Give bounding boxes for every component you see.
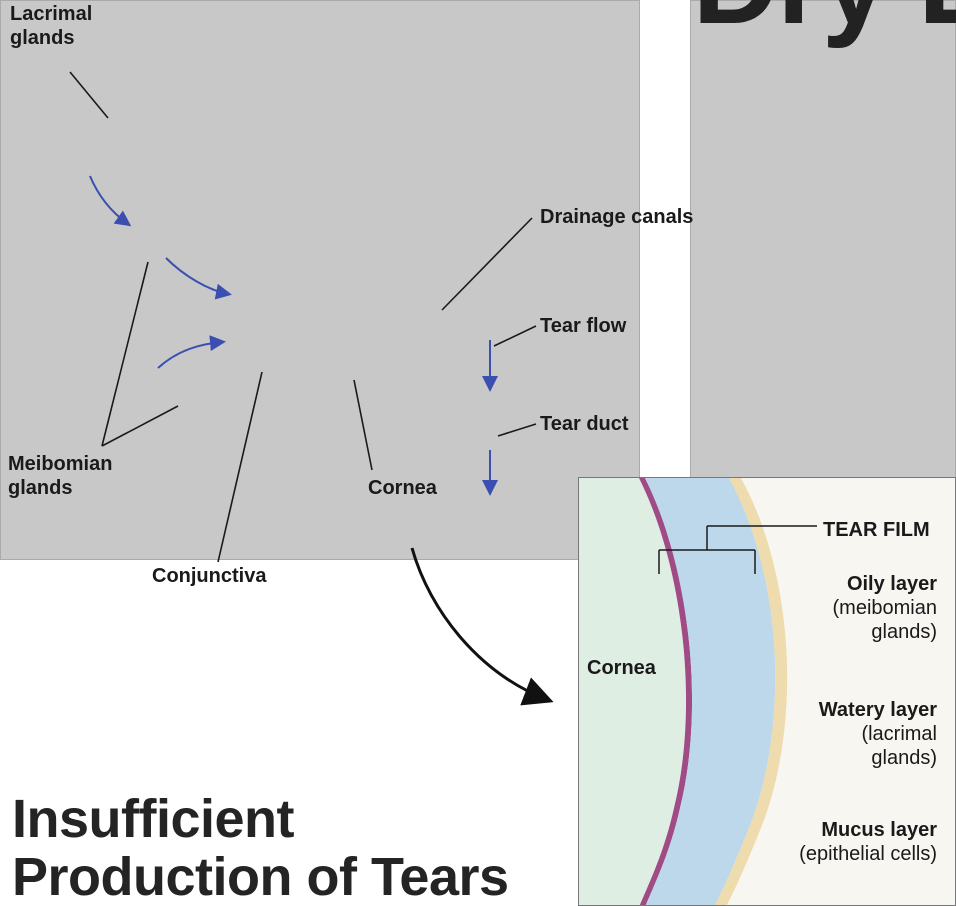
- lacrimal-glands-line-2: glands: [10, 26, 92, 50]
- mucus-layer-source: (epithelial cells): [799, 842, 937, 866]
- oily-layer-label: Oily layer (meibomian glands): [833, 572, 937, 644]
- conjunctiva-label: Conjunctiva: [152, 564, 266, 588]
- oily-layer-source-2: glands): [833, 620, 937, 644]
- watery-layer-source-2: glands): [819, 746, 937, 770]
- section-heading: Insufficient Production of Tears: [12, 790, 509, 906]
- meibomian-glands-line-1: Meibomian: [8, 452, 112, 476]
- lacrimal-glands-label: Lacrimal glands: [10, 2, 92, 50]
- tear-flow-label: Tear flow: [540, 314, 626, 338]
- section-heading-line-2: Production of Tears: [12, 848, 509, 906]
- watery-layer-label: Watery layer (lacrimal glands): [819, 698, 937, 770]
- inset-cornea-label: Cornea: [587, 656, 656, 680]
- meibomian-glands-label: Meibomian glands: [8, 452, 112, 500]
- oily-layer-source-1: (meibomian: [833, 596, 937, 620]
- watery-layer-source-1: (lacrimal: [819, 722, 937, 746]
- oily-layer-title: Oily layer: [833, 572, 937, 596]
- mucus-layer-label: Mucus layer (epithelial cells): [799, 818, 937, 866]
- page-title: Dry E: [693, 0, 956, 42]
- tear-film-inset: Cornea TEAR FILM Oily layer (meibomian g…: [578, 477, 956, 906]
- meibomian-glands-line-2: glands: [8, 476, 112, 500]
- mucus-layer-title: Mucus layer: [799, 818, 937, 842]
- watery-layer-title: Watery layer: [819, 698, 937, 722]
- tear-duct-label: Tear duct: [540, 412, 629, 436]
- zoom-arrow: [412, 548, 548, 700]
- lacrimal-glands-line-1: Lacrimal: [10, 2, 92, 26]
- tear-film-label: TEAR FILM: [823, 518, 930, 542]
- face-photo-right: [690, 0, 956, 480]
- drainage-canals-label: Drainage canals: [540, 205, 693, 229]
- section-heading-line-1: Insufficient: [12, 790, 509, 848]
- cornea-label: Cornea: [368, 476, 437, 500]
